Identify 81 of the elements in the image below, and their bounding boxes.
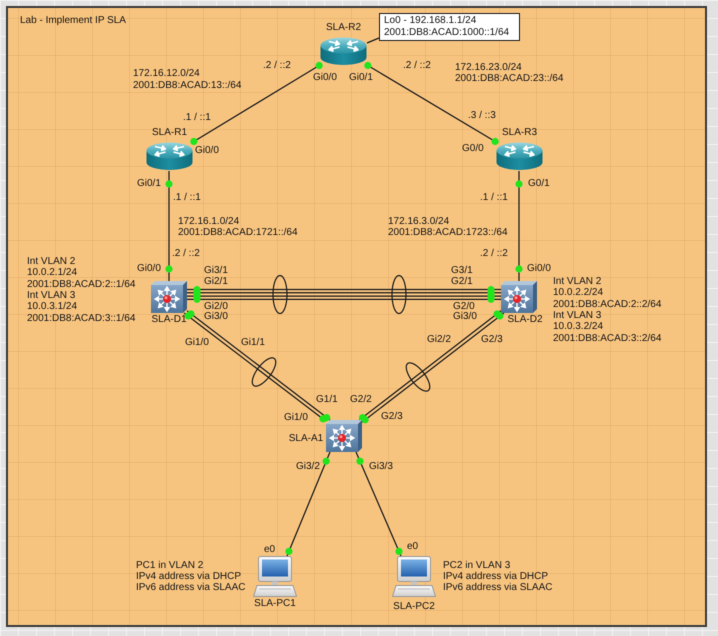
device-name: SLA-A1 [288,433,324,444]
annotation-text: Lo0 - 192.168.1.1/24 [384,15,476,27]
interface-label: G1/1 [316,394,338,405]
network-link [355,452,402,556]
interface-label: Gi0/0 [313,72,337,83]
network-link [187,292,501,294]
address-label: .2 / ::2 [403,60,431,71]
device-name: SLA-R3 [502,127,537,138]
interface-note: Int VLAN 2 [27,256,76,267]
subnet-label: 172.16.1.0/24 [178,216,240,227]
diagram-title: Lab - Implement IP SLA [20,15,126,26]
interface-label: Gi0/0 [195,145,219,156]
subnet-label: 2001:DB8:ACAD:1721::/64 [178,227,298,238]
interface-label: G0/1 [528,178,550,189]
network-link [187,295,501,297]
device-name: SLA-PC1 [254,598,296,608]
network-link [286,452,331,556]
device-name: SLA-D1 [152,314,186,324]
host-note: PC1 in VLAN 2 [136,560,204,571]
interface-label: G2/3 [381,411,403,422]
interface-label: G0/0 [462,143,484,154]
address-label: .2 / ::2 [172,248,200,259]
interface-label: Gi3/0 [453,310,477,322]
interface-label: G2/0 [453,300,475,312]
address-label: .3 / ::3 [468,110,496,121]
address-label: .2 / ::2 [480,248,508,259]
interface-note: 10.0.3.1/24 [27,301,78,312]
host-note: IPv4 address via DHCP [136,571,242,582]
annotation-box [379,13,520,41]
interface-label: Gi1/0 [185,337,209,348]
host-note: IPv4 address via DHCP [443,571,548,582]
interface-label: e0 [264,544,276,555]
interface-label: Gi3/0 [204,310,228,322]
interface-label: Gi2/2 [427,334,451,345]
interface-note: 2001:DB8:ACAD:3::1/64 [27,312,136,324]
interface-label: Gi3/1 [204,265,228,276]
interface-note: 10.0.3.2/24 [553,321,604,332]
interface-note: 2001:DB8:ACAD:2::1/64 [27,278,136,290]
subnet-label: 2001:DB8:ACAD:23::/64 [455,73,564,84]
interface-note: Int VLAN 3 [27,290,76,301]
address-label: .1 / ::1 [480,192,508,203]
network-link [187,298,501,300]
interface-note: 2001:DB8:ACAD:2::2/64 [553,298,662,310]
interface-label: Gi3/2 [296,461,320,472]
address-label: .2 / ::2 [263,60,291,71]
interface-note: 2001:DB8:ACAD:3::2/64 [553,332,662,344]
device-name: SLA-R1 [152,127,187,138]
device-name: SLA-D2 [508,314,542,324]
interface-note: Int VLAN 3 [553,310,602,321]
device-name: SLA-PC2 [393,600,435,612]
interface-note: Int VLAN 2 [553,276,602,287]
host-note: IPv6 address via SLAAC [136,582,246,593]
address-label: .1 / ::1 [173,192,201,203]
interface-label: G2/1 [451,276,473,287]
interface-note: 10.0.2.1/24 [27,267,78,278]
interface-label: Gi0/0 [527,263,551,274]
subnet-label: 172.16.3.0/24 [388,216,450,227]
annotation-text: 2001:DB8:ACAD:1000::1/64 [384,27,510,39]
interface-note: 10.0.2.2/24 [553,287,604,298]
interface-label: Gi1/1 [241,337,265,348]
subnet-label: 2001:DB8:ACAD:1723::/64 [388,227,508,238]
interface-label: Gi2/1 [204,276,228,287]
interface-label: G2/2 [350,394,372,405]
subnet-label: 172.16.12.0/24 [133,68,200,79]
interface-label: Gi3/3 [369,461,393,472]
interface-label: G3/1 [451,265,473,276]
subnet-label: 2001:DB8:ACAD:13::/64 [133,80,242,91]
interface-label: G2/3 [481,334,503,345]
subnet-label: 172.16.23.0/24 [455,62,522,73]
interface-label: Gi2/0 [204,300,228,312]
interface-label: Gi0/1 [137,178,161,189]
network-link [187,288,501,290]
interface-label: Gi0/0 [137,263,161,274]
network-link [366,37,380,44]
address-label: .1 / ::1 [183,112,211,123]
device-name: SLA-R2 [326,22,361,33]
host-note: PC2 in VLAN 3 [443,560,510,571]
interface-label: Gi0/1 [349,72,373,83]
host-note: IPv6 address via SLAAC [443,582,552,593]
interface-label: e0 [407,541,418,552]
interface-label: Gi1/0 [284,412,308,423]
